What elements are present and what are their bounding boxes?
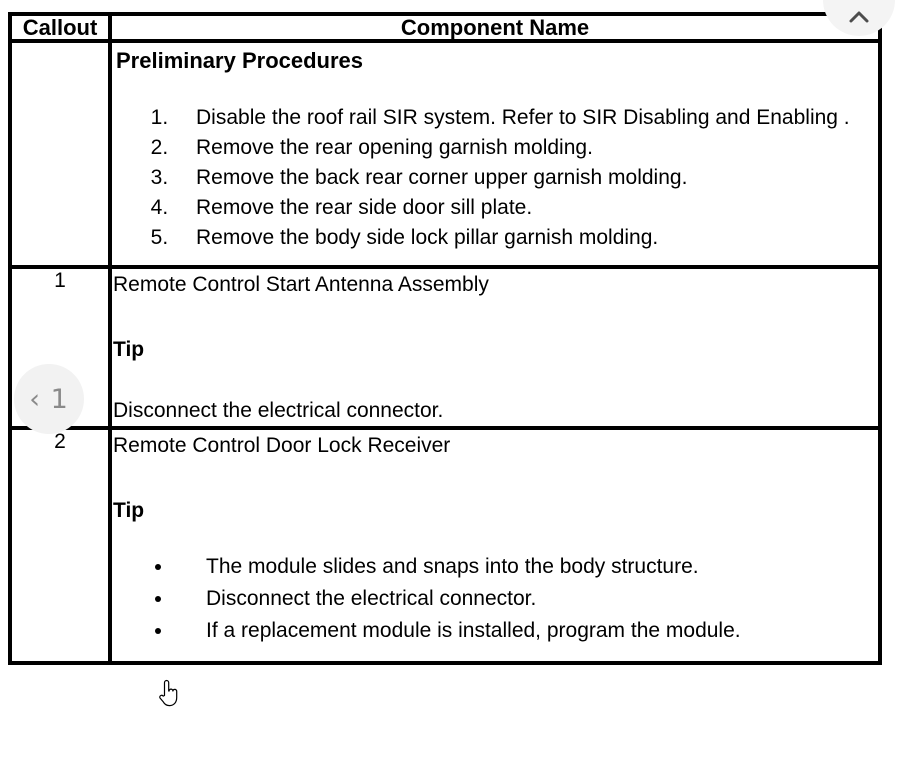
preliminary-step-1: Disable the roof rail SIR system. Refer … [174,104,876,133]
column-header-component-name: Component Name [108,11,882,44]
component-name-2: Remote Control Door Lock Receiver [113,434,451,458]
preliminary-step-4: Remove the rear side door sill plate. [174,194,876,223]
tip-label-2: Tip [113,498,145,522]
column-header-callout: Callout [8,11,112,44]
component-callout-table: Callout Component Name Preliminary Proce… [8,11,882,666]
preliminary-steps-list: Disable the roof rail SIR system. Refer … [114,104,876,253]
mouse-cursor-pointer [159,679,178,707]
preliminary-procedures-title: Preliminary Procedures [116,48,364,74]
component-cell-1: Remote Control Start Antenna Assembly Ti… [108,265,882,431]
preliminary-procedures-cell: Preliminary Procedures Disable the roof … [108,39,882,270]
tip-bullet-3: If a replacement module is installed, pr… [174,615,876,647]
table-header-row: Callout Component Name [8,11,882,44]
component-name-1: Remote Control Start Antenna Assembly [113,273,489,297]
preliminary-step-3: Remove the back rear corner upper garnis… [174,164,876,193]
component-cell-2: Remote Control Door Lock Receiver Tip Th… [108,426,882,666]
callout-cell-empty [8,39,112,270]
tip-text-1: Disconnect the electrical connector. [113,399,444,423]
chevron-up-icon [849,11,869,23]
chevron-left-icon: ‹ 1 [29,383,69,415]
tip-bullet-list-2: The module slides and snaps into the bod… [114,551,876,647]
preliminary-step-5: Remove the body side lock pillar garnish… [174,224,876,253]
tip-bullet-2: Disconnect the electrical connector. [174,583,876,615]
tip-bullet-1: The module slides and snaps into the bod… [174,551,876,583]
preliminary-step-2: Remove the rear opening garnish molding. [174,134,876,163]
callout-row-1: 1 Remote Control Start Antenna Assembly … [8,265,882,431]
tip-label-1: Tip [113,337,145,361]
callout-row-2: 2 Remote Control Door Lock Receiver Tip … [8,426,882,666]
callout-number-2: 2 [8,426,112,666]
preliminary-procedures-row: Preliminary Procedures Disable the roof … [8,39,882,270]
previous-callout-button[interactable]: ‹ 1 [14,364,84,434]
